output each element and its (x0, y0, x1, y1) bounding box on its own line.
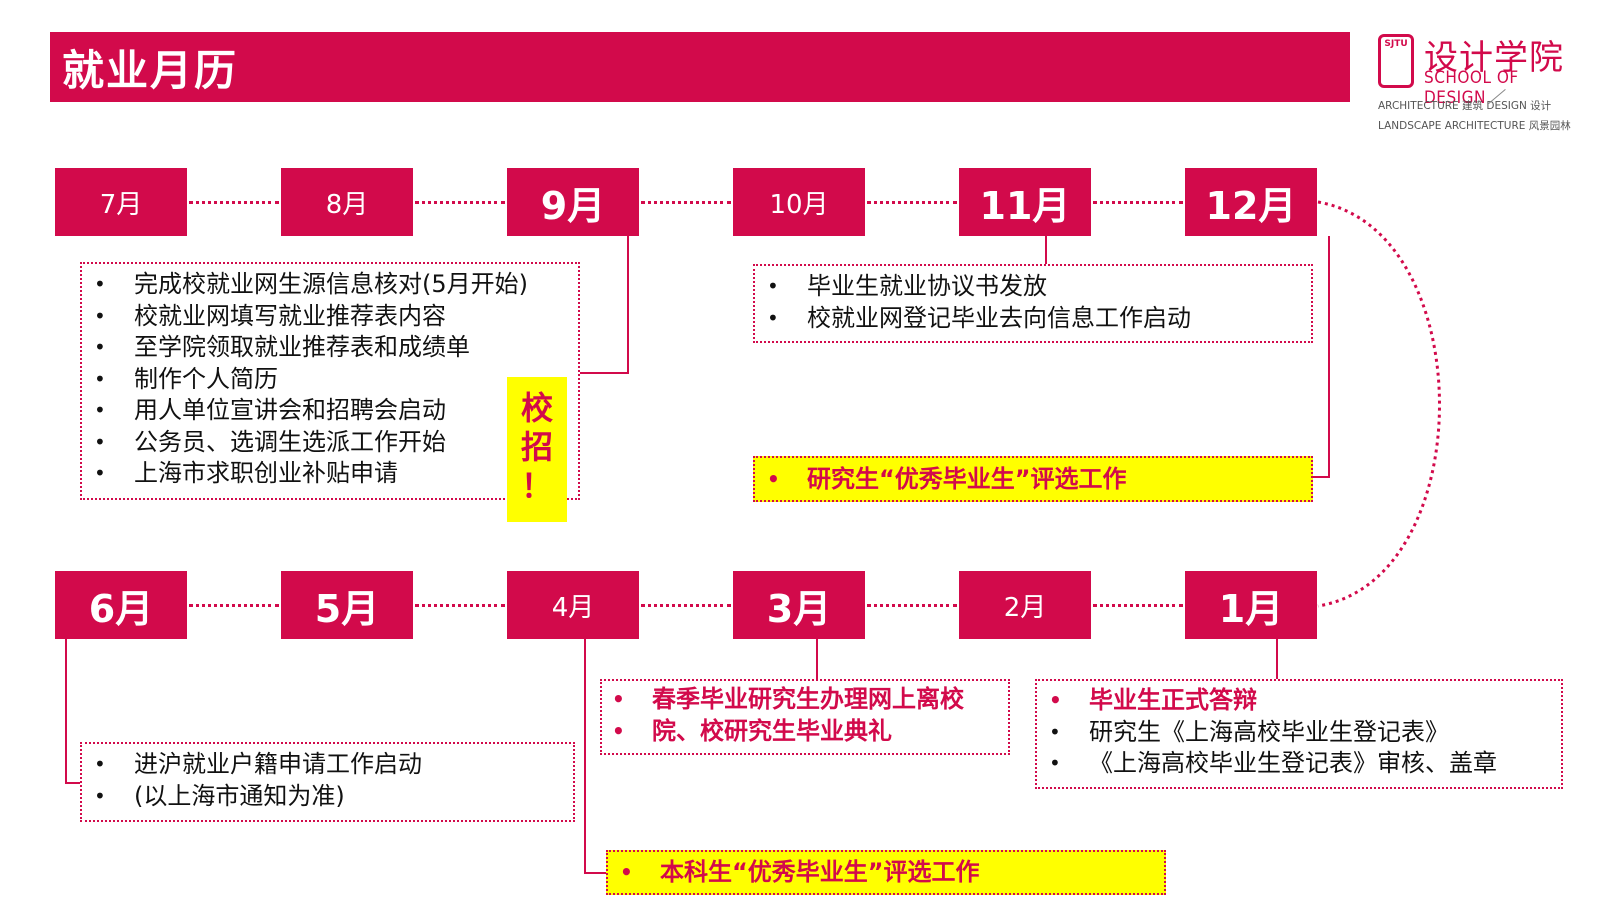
list-item: 用人单位宣讲会和招聘会启动 (82, 395, 578, 427)
dec-leader-line (1328, 236, 1330, 478)
connector (415, 604, 505, 607)
mar-task-list: 春季毕业研究生办理网上离校 院、校研究生毕业典礼 (600, 684, 1005, 747)
logo-en-text: SCHOOL OF DESIGN (1424, 68, 1519, 108)
month-sep: 9月 (507, 168, 639, 236)
connector (189, 604, 279, 607)
connector (867, 201, 957, 204)
jun-leader-line (65, 639, 67, 784)
list-item: 春季毕业研究生办理网上离校 (600, 684, 1005, 716)
mar-leader-line (816, 639, 818, 681)
jun-leader-line (65, 782, 82, 784)
list-item: 校就业网登记毕业去向信息工作启动 (755, 303, 1311, 335)
month-jan: 1月 (1185, 571, 1317, 639)
sjtu-seal-icon: SJTU (1378, 34, 1414, 88)
list-item: 校就业网填写就业推荐表内容 (82, 301, 578, 333)
jun-tasks-box: 进沪就业户籍申请工作启动 (以上海市通知为准) (80, 742, 575, 822)
dec-task-list: 研究生“优秀毕业生”评选工作 (755, 464, 1311, 496)
sep-leader-line (567, 372, 629, 374)
connector (641, 201, 731, 204)
dec-tasks-box: 研究生“优秀毕业生”评选工作 (753, 456, 1313, 502)
list-item: 至学院领取就业推荐表和成绩单 (82, 332, 578, 364)
month-dec: 12月 (1185, 168, 1317, 236)
connector (641, 604, 731, 607)
list-item: 《上海高校毕业生登记表》审核、盖章 (1037, 748, 1561, 780)
month-nov: 11月 (959, 168, 1091, 236)
jan-leader-line (1276, 639, 1278, 681)
list-item: 研究生《上海高校毕业生登记表》 (1037, 717, 1561, 749)
connector (415, 201, 505, 204)
month-feb: 2月 (959, 571, 1091, 639)
month-jul: 7月 (55, 168, 187, 236)
logo-subtitle-2: LANDSCAPE ARCHITECTURE 风景园林 (1378, 120, 1571, 132)
autumn-task-list: 完成校就业网生源信息核对(5月开始) 校就业网填写就业推荐表内容 至学院领取就业… (82, 269, 578, 490)
list-item: 公务员、选调生选派工作开始 (82, 427, 578, 459)
month-aug: 8月 (281, 168, 413, 236)
list-item: 毕业生就业协议书发放 (755, 271, 1311, 303)
jun-task-list: 进沪就业户籍申请工作启动 (以上海市通知为准) (82, 749, 573, 812)
month-apr: 4月 (507, 571, 639, 639)
connector (867, 604, 957, 607)
dec-leader-line (1313, 476, 1330, 478)
month-jun: 6月 (55, 571, 187, 639)
nov-tasks-box: 毕业生就业协议书发放 校就业网登记毕业去向信息工作启动 (753, 264, 1313, 343)
title-bar: 就业月历 (50, 32, 1350, 102)
list-item: 上海市求职创业补贴申请 (82, 458, 578, 490)
nov-leader-line (1045, 236, 1047, 266)
nov-task-list: 毕业生就业协议书发放 校就业网登记毕业去向信息工作启动 (755, 271, 1311, 334)
list-item: 院、校研究生毕业典礼 (600, 716, 1005, 748)
campus-recruit-badge: 校 招 ！ (507, 377, 567, 522)
month-oct: 10月 (733, 168, 865, 236)
connector (1093, 201, 1183, 204)
sep-leader-line (627, 236, 629, 374)
list-item: 本科生“优秀毕业生”评选工作 (608, 857, 1164, 889)
list-item: 毕业生正式答辩 (1037, 685, 1561, 717)
apr-task-list: 本科生“优秀毕业生”评选工作 (608, 857, 1164, 889)
logo-cn-text: 设计学院 (1424, 38, 1564, 78)
apr-leader-line (584, 639, 586, 874)
apr-leader-line (584, 872, 606, 874)
connector (1093, 604, 1183, 607)
list-item: (以上海市通知为准) (82, 781, 573, 813)
apr-tasks-box: 本科生“优秀毕业生”评选工作 (606, 850, 1166, 895)
jan-tasks-box: 毕业生正式答辩 研究生《上海高校毕业生登记表》 《上海高校毕业生登记表》审核、盖… (1035, 679, 1563, 789)
logo-subtitle-1: ARCHITECTURE 建筑 DESIGN 设计 (1378, 100, 1552, 112)
school-logo: SJTU 设计学院 SCHOOL OF DESIGN ARCHITECTURE … (1378, 30, 1578, 140)
autumn-tasks-box: 完成校就业网生源信息核对(5月开始) 校就业网填写就业推荐表内容 至学院领取就业… (80, 262, 580, 500)
month-may: 5月 (281, 571, 413, 639)
month-mar: 3月 (733, 571, 865, 639)
jan-task-list: 毕业生正式答辩 研究生《上海高校毕业生登记表》 《上海高校毕业生登记表》审核、盖… (1037, 685, 1561, 780)
list-item: 制作个人简历 (82, 364, 578, 396)
list-item: 完成校就业网生源信息核对(5月开始) (82, 269, 578, 301)
list-item: 研究生“优秀毕业生”评选工作 (755, 464, 1311, 496)
list-item: 进沪就业户籍申请工作启动 (82, 749, 573, 781)
connector (189, 201, 279, 204)
page-title: 就业月历 (62, 45, 239, 95)
